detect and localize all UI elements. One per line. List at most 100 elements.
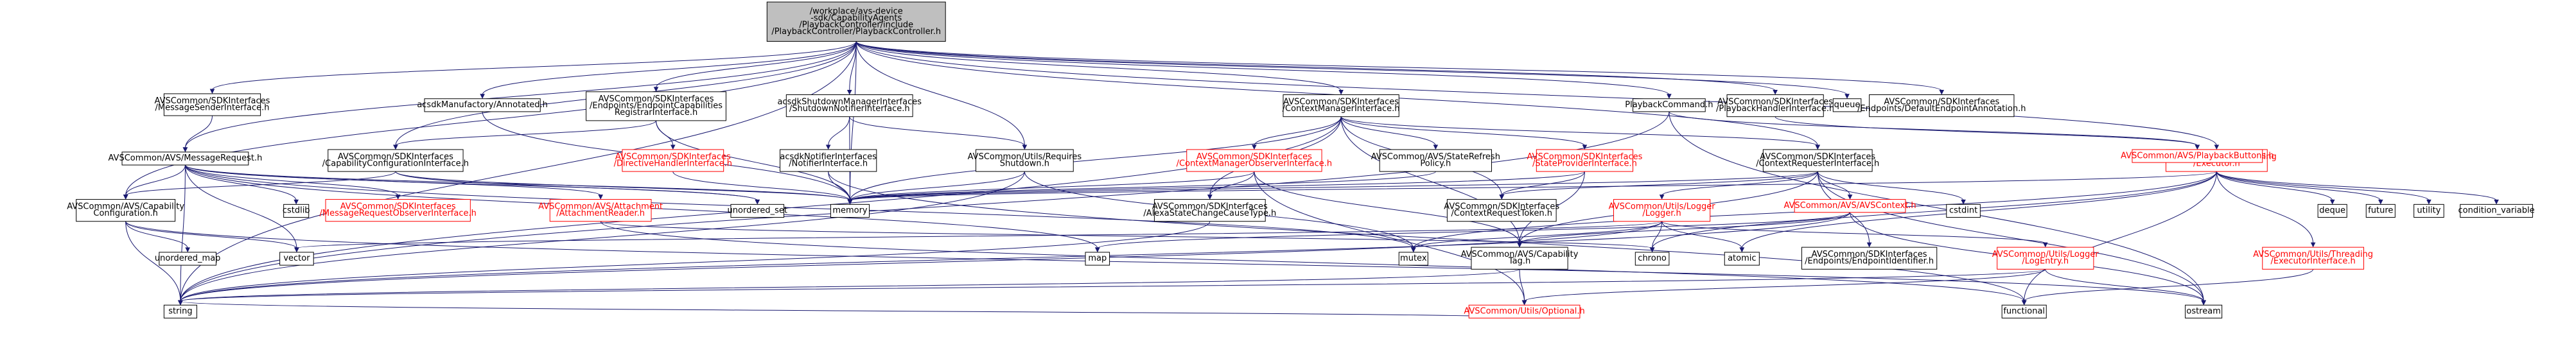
node-cstdint[interactable]: cstdint <box>1946 204 1981 218</box>
node-annotated[interactable]: acsdkManufactory/Annotated.h <box>417 98 548 112</box>
node-label-line: string <box>168 307 192 317</box>
node-attachmentreader[interactable]: AVSCommon/AVS/Attachment/AttachmentReade… <box>538 199 663 222</box>
node-box <box>1726 94 1824 117</box>
node-shutdownnotifier[interactable]: acsdkShutdownManagerInterfaces/ShutdownN… <box>777 94 922 117</box>
node-label-line: chrono <box>1638 254 1667 263</box>
node-label-line: /LogEntry.h <box>2022 257 2069 266</box>
node-capconfig[interactable]: AVSCommon/AVS/CapabilityConfiguration.h <box>67 199 184 222</box>
node-optional[interactable]: AVSCommon/Utils/Optional.h <box>1464 304 1585 318</box>
edge-contextmgr-to-stateprovider <box>1340 116 1588 150</box>
edge-capconfig-to-vector <box>125 221 299 253</box>
node-label-line: /Logger.h <box>1642 209 1681 218</box>
node-map[interactable]: map <box>1085 252 1110 266</box>
node-directivehandler[interactable]: AVSCommon/SDKInterfaces/DirectiveHandler… <box>614 149 732 172</box>
node-ctxrequester[interactable]: AVSCommon/SDKInterfaces/ContextRequester… <box>1756 149 1879 172</box>
node-future[interactable]: future <box>2365 204 2396 218</box>
node-capconfigiface[interactable]: AVSCommon/SDKInterfaces/CapabilityConfig… <box>322 149 469 172</box>
node-queue[interactable]: queue <box>1832 98 1862 112</box>
node-ostream[interactable]: ostream <box>2185 304 2223 318</box>
node-cstdlib[interactable]: cstdlib <box>283 204 310 218</box>
edge-root-to-queue <box>855 41 1850 99</box>
edge-requiresshutdown-to-memory <box>847 171 1025 205</box>
node-contextmgr[interactable]: AVSCommon/SDKInterfaces/ContextManagerIn… <box>1283 94 1400 117</box>
node-label-line: AVSCommon/Utils/Optional.h <box>1464 307 1584 317</box>
node-label-line: Shutdown.h <box>1000 159 1049 169</box>
edge-shutdownnotifier-to-notifieriface <box>825 116 850 150</box>
node-utility[interactable]: utility <box>2414 204 2444 218</box>
node-label-line: /StateProviderInterface.h <box>1532 159 1637 169</box>
node-endpointid[interactable]: AVSCommon/SDKInterfaces/Endpoints/Endpoi… <box>1801 247 1938 270</box>
node-label-line: AVSCommon/SDKInterfaces <box>1444 202 1559 212</box>
node-playbackcmd[interactable]: PlaybackCommand.h <box>1625 98 1713 112</box>
edge-endpointreg-to-capconfigiface <box>393 120 657 150</box>
edge-root-to-msgsender <box>209 41 857 94</box>
node-string[interactable]: string <box>163 304 197 318</box>
node-alexastatechange[interactable]: AVSCommon/SDKInterfaces/AlexaStateChange… <box>1143 199 1276 222</box>
node-box <box>549 199 652 222</box>
node-label-line: AVSCommon/AVS/PlaybackButtons.h <box>2121 151 2274 161</box>
node-label-line: AVSCommon/SDKInterfaces <box>599 94 714 104</box>
node-label-line: AVSCommon/AVS/Capability <box>67 202 184 212</box>
node-box <box>1794 199 1906 213</box>
node-label-line: -sdk/CapabilityAgents <box>810 13 902 23</box>
node-msgsender[interactable]: AVSCommon/SDKInterfaces/MessageSenderInt… <box>155 93 270 116</box>
node-box <box>622 149 724 172</box>
node-messagerequest[interactable]: AVSCommon/AVS/MessageRequest.h <box>108 152 262 166</box>
node-stateprovider[interactable]: AVSCommon/SDKInterfaces/StateProviderInt… <box>1527 149 1643 172</box>
edges-layer <box>123 41 2499 318</box>
node-box <box>2414 204 2444 218</box>
node-ctxrequesttoken[interactable]: AVSCommon/SDKInterfaces/ContextRequestTo… <box>1444 199 1559 222</box>
node-box <box>1633 98 1706 112</box>
edge-logger-to-string <box>178 221 1663 306</box>
edge-alexastatechange-to-string <box>178 221 1211 306</box>
node-mutex[interactable]: mutex <box>1398 252 1428 266</box>
node-label-line: Tag.h <box>1508 257 1530 266</box>
node-condition_variable[interactable]: condition_variable <box>2458 204 2535 218</box>
node-label-line: AVSCommon/AVS/MessageRequest.h <box>108 153 262 163</box>
node-unordered_map[interactable]: unordered_map <box>155 252 221 266</box>
node-unordered_set[interactable]: unordered_set <box>728 204 787 218</box>
node-ctxmgrobserver[interactable]: AVSCommon/SDKInterfaces/ContextManagerOb… <box>1177 149 1333 172</box>
node-notifieriface[interactable]: acsdkNotifierInterfaces/NotifierInterfac… <box>780 149 877 172</box>
edge-executor-to-utility <box>2216 171 2431 205</box>
node-box <box>325 199 471 222</box>
node-chrono[interactable]: chrono <box>1634 252 1670 266</box>
node-functional[interactable]: functional <box>2001 304 2047 318</box>
node-label-line: Configuration.h <box>93 209 158 218</box>
edge-avscontext-to-string <box>178 212 1851 306</box>
node-memory[interactable]: memory <box>830 204 870 218</box>
node-playbackhandler[interactable]: AVSCommon/SDKInterfaces/PlaybackHandlerI… <box>1716 94 1834 117</box>
node-endpointreg[interactable]: AVSCommon/SDKInterfaces/Endpoints/Endpoi… <box>586 91 726 121</box>
node-logentry[interactable]: AVSCommon/Utils/Logger/LogEntry.h <box>1992 247 2099 270</box>
node-logger[interactable]: AVSCommon/Utils/Logger/Logger.h <box>1609 199 1716 222</box>
node-executoriface[interactable]: AVSCommon/Utils/Threading/ExecutorInterf… <box>2253 247 2373 270</box>
edge-ctxrequester-to-cstdint <box>1817 171 1966 205</box>
node-label-line: /MessageRequestObserverInterface.h <box>319 209 476 218</box>
node-playbackbuttons[interactable]: AVSCommon/AVS/PlaybackButtons.h <box>2121 149 2274 163</box>
node-label-line: /MessageSenderInterface.h <box>155 103 269 113</box>
node-defaultendpoint[interactable]: AVSCommon/SDKInterfaces/Endpoints/Defaul… <box>1857 94 2026 117</box>
edge-executor-to-executoriface <box>2216 171 2316 248</box>
node-label-line: /CapabilityConfigurationInterface.h <box>322 159 469 169</box>
node-label-line: /ContextRequesterInterface.h <box>1756 159 1879 169</box>
edge-root-to-playbackcmd <box>855 41 1672 99</box>
node-label-line: ostream <box>2186 307 2221 317</box>
node-msgreqobserver[interactable]: AVSCommon/SDKInterfaces/MessageRequestOb… <box>319 199 477 222</box>
node-label-line: AVSCommon/SDKInterfaces <box>340 202 456 212</box>
node-label-line: /ShutdownNotifierInterface.h <box>789 104 910 114</box>
edge-ctxrequester-to-ostream <box>1817 171 2206 306</box>
node-label-line: AVSCommon/Utils/Logger <box>1609 202 1716 212</box>
node-label-line: /Endpoints/DefaultEndpointAnnotation.h <box>1857 104 2026 114</box>
node-box <box>1398 252 1428 266</box>
node-root[interactable]: /workplace/avs-device-sdk/CapabilityAgen… <box>766 1 946 42</box>
edge-executor-to-condition_variable <box>2216 171 2499 205</box>
node-label-line: AVSCommon/Utils/Threading <box>2253 250 2373 259</box>
node-deque[interactable]: deque <box>2317 204 2347 218</box>
node-avscontext[interactable]: AVSCommon/AVS/AVSContext.h <box>1783 199 1916 213</box>
node-atomic[interactable]: atomic <box>1724 252 1760 266</box>
node-vector[interactable]: vector <box>279 252 314 266</box>
node-box <box>1536 149 1634 172</box>
